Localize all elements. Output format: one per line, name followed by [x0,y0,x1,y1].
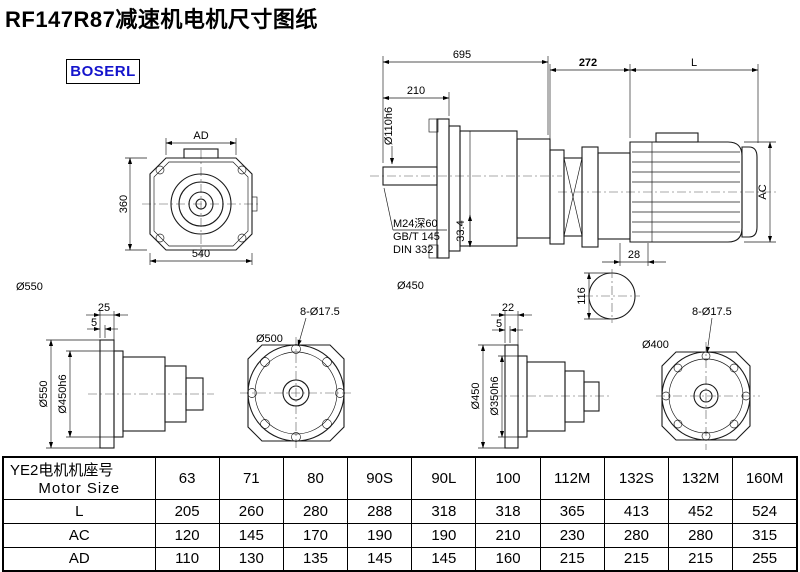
fan-cover [741,146,758,238]
dim-360: 360 [118,195,130,213]
table-cell: 260 [218,498,284,524]
dim-22: 22 [502,302,514,314]
row-label: L [2,498,156,524]
dim-5b: 5 [496,318,502,330]
dim-ad: AD [193,130,208,142]
table-cell: 452 [667,498,734,524]
dim-25: 25 [98,302,110,314]
dim-695: 695 [453,49,471,61]
technical-drawing: AD 360 540 Ø550 Ø110h6 [16,49,778,450]
motor-dimension-table: YE2电机机座号 Motor Size 63 71 80 90S 90L 100… [2,456,798,572]
table-title-cell: YE2电机机座号 Motor Size [2,456,156,500]
table-cell: 215 [539,546,605,572]
table-cell: 145 [218,522,284,548]
dim-d450-2: Ø450 [470,383,482,410]
dim-33-4: 33.4 [455,220,467,241]
table-cell: 135 [282,546,349,572]
view-motor-side: 272 L AC 28 116 [549,57,778,323]
table-cell: 524 [732,498,798,524]
note-thread: M24深60 [393,217,438,230]
label-bolt-holes-2: 8-Ø17.5 [692,306,732,318]
table-cell: 230 [539,522,605,548]
dim-shaft-diameter: Ø110h6 [383,107,395,145]
table-row-AC: AC 120 145 170 190 190 210 230 280 280 3… [2,522,798,548]
terminal-box [655,132,699,143]
motor-size-header: 132M [667,456,734,500]
label-d500: Ø500 [256,333,283,345]
motor-size-header: 90S [347,456,413,500]
table-row-AD: AD 110 130 135 145 145 160 215 215 215 2… [2,546,798,572]
table-cell: 280 [282,498,349,524]
table-cell: 130 [218,546,284,572]
table-cell: 413 [603,498,670,524]
table-row-L: L 205 260 280 288 318 318 365 413 452 52… [2,498,798,524]
table-cell: 205 [154,498,220,524]
view-flange2-side: 22 5 Ø450 Ø350h6 [470,302,612,449]
label-d550: Ø550 [16,281,43,293]
brand-logo: BOSERL [66,59,140,84]
table-cell: 160 [475,546,541,572]
dim-116: 116 [576,287,588,305]
dim-d450h6: Ø450h6 [57,374,69,413]
label-d400: Ø400 [642,339,669,351]
table-cell: 110 [154,546,220,572]
table-cell: 318 [411,498,477,524]
shaft-section [588,272,636,320]
table-cell: 145 [411,546,477,572]
motor-size-header: 160M [732,456,798,500]
note-din332: DIN 332 [393,244,433,256]
dim-28: 28 [628,249,640,261]
dim-210: 210 [407,85,425,97]
dim-L: L [691,57,697,69]
view-flange2-front: Ø400 8-Ø17.5 [642,306,760,450]
table-cell: 190 [411,522,477,548]
dim-AC: AC [757,184,769,199]
table-cell: 255 [732,546,798,572]
view-flange1-front: Ø500 8-Ø17.5 [240,306,352,449]
row-label: AC [2,522,156,548]
motor-size-header: 132S [603,456,670,500]
table-cell: 365 [539,498,605,524]
table-cell: 280 [603,522,670,548]
table-header-row: YE2电机机座号 Motor Size 63 71 80 90S 90L 100… [2,456,798,500]
motor-size-header: 63 [154,456,220,500]
view-gearbox-front: AD 360 540 Ø550 [16,130,260,293]
table-cell: 288 [347,498,413,524]
table-title-cn: YE2电机机座号 [10,462,114,480]
dim-272: 272 [579,57,597,69]
motor-size-header: 80 [282,456,349,500]
table-cell: 318 [475,498,541,524]
motor-size-header: 71 [218,456,284,500]
motor-size-header: 100 [475,456,541,500]
note-gbt145: GB/T 145 [393,231,440,243]
table-cell: 145 [347,546,413,572]
table-cell: 280 [667,522,734,548]
table-cell: 215 [667,546,734,572]
table-cell: 215 [603,546,670,572]
label-bolt-holes-1: 8-Ø17.5 [300,306,340,318]
table-cell: 120 [154,522,220,548]
dim-5a: 5 [91,317,97,329]
view-flange1-side: 25 5 Ø550 Ø450h6 [38,302,214,449]
dim-d550: Ø550 [38,381,50,408]
table-cell: 190 [347,522,413,548]
row-label: AD [2,546,156,572]
table-cell: 210 [475,522,541,548]
page-title: RF147R87减速机电机尺寸图纸 [5,7,318,32]
motor-size-header: 112M [539,456,605,500]
table-title-en: Motor Size [38,480,121,498]
dim-d350h6: Ø350h6 [489,376,501,415]
label-d450: Ø450 [397,280,424,292]
dim-540: 540 [192,248,210,260]
motor-size-header: 90L [411,456,477,500]
table-cell: 315 [732,522,798,548]
view-reducer-side: Ø110h6 210 695 M24深60 GB/T 145 DIN 332 3… [370,49,562,292]
table-cell: 170 [282,522,349,548]
